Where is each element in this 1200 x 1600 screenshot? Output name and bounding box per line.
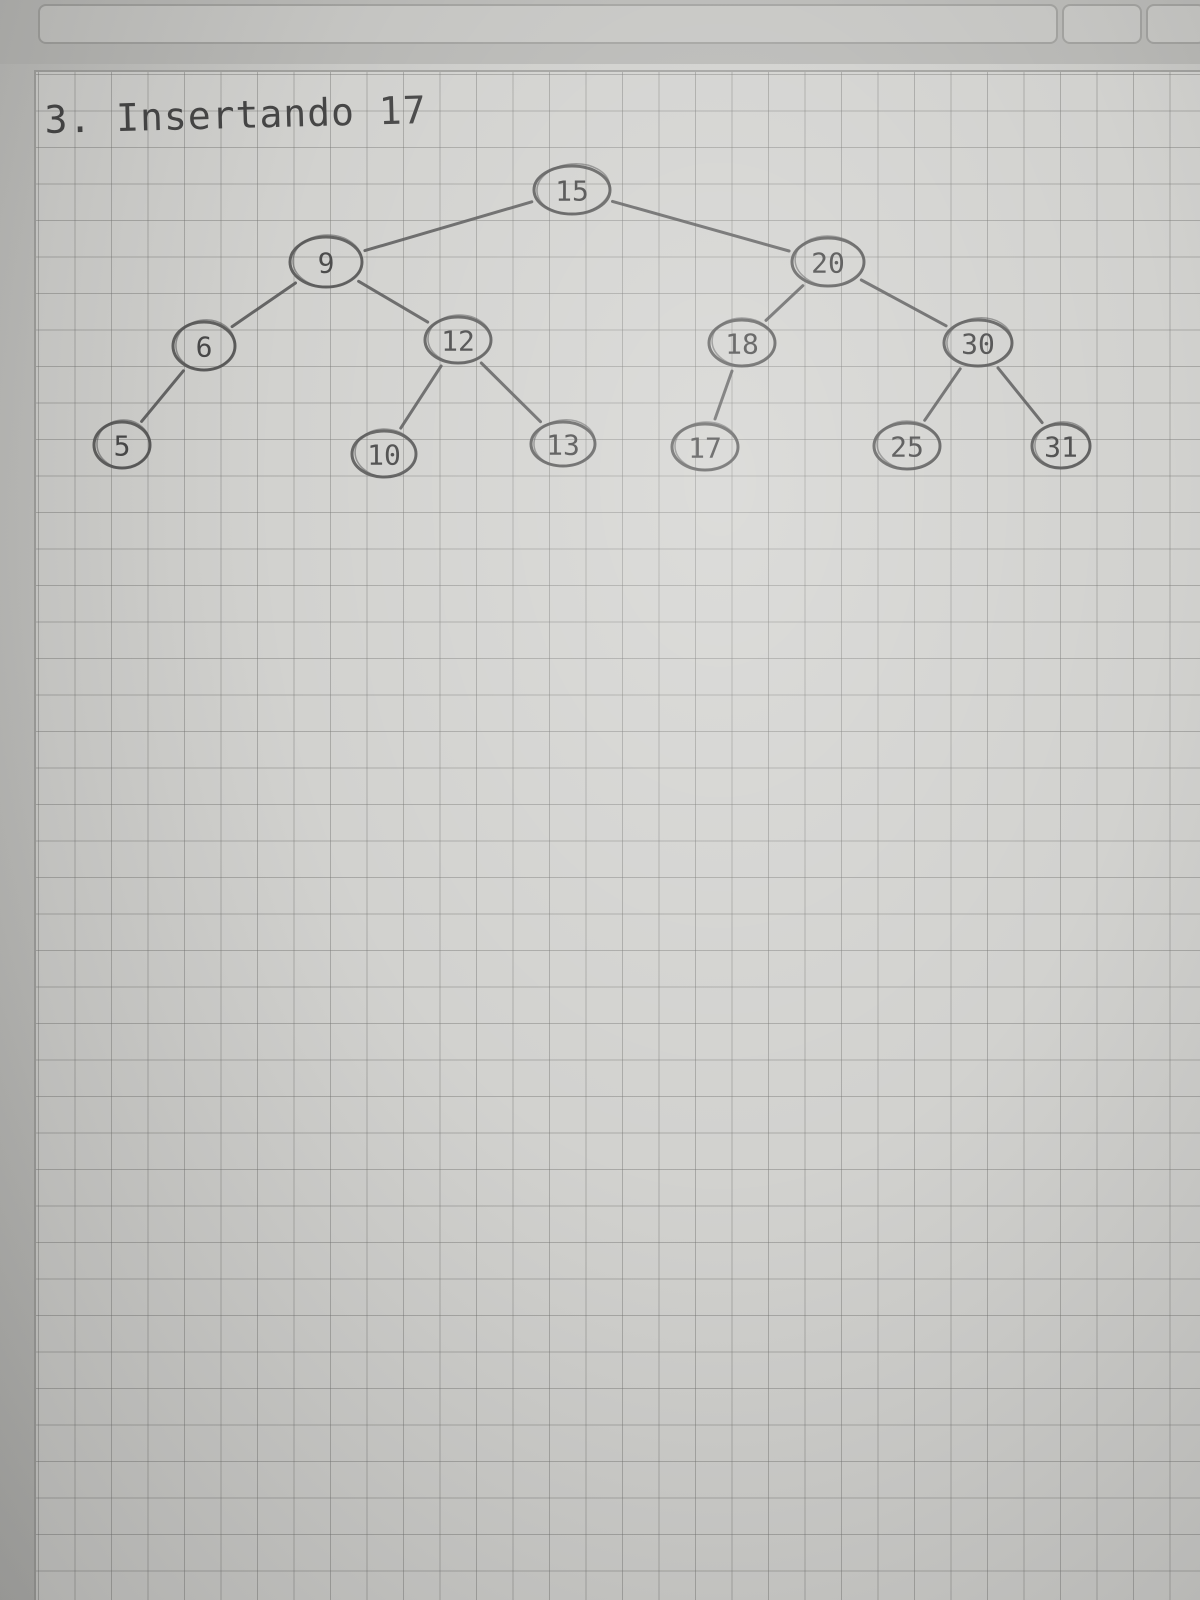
node-circle-overstroke	[354, 428, 417, 478]
tree-nodes: 15 9 20 6 12 18 30 5 10 13 17 25 31	[92, 163, 1092, 479]
node-label: 31	[1044, 431, 1078, 464]
page-above-tab-left	[38, 4, 1058, 44]
tree-edge-6-5	[140, 369, 185, 423]
node-circle-overstroke	[292, 234, 363, 288]
node-circle-overstroke	[533, 419, 596, 467]
node-circle-overstroke	[427, 314, 492, 364]
tree-node-20: 20	[790, 235, 866, 288]
page-above-tab-right	[1146, 4, 1200, 44]
node-label: 9	[318, 247, 335, 280]
grid-paper-sheet	[34, 70, 1200, 1600]
tree-edge-12-13	[479, 361, 542, 424]
node-circle-overstroke	[1034, 421, 1091, 469]
node-label: 5	[114, 430, 131, 463]
node-label: 18	[725, 328, 759, 361]
node-label: 15	[555, 175, 589, 208]
node-circle-overstroke	[794, 235, 865, 287]
tree-edge-18-17	[713, 369, 734, 421]
node-circle-overstroke	[946, 317, 1013, 367]
node-circle-overstroke	[536, 163, 611, 215]
tree-edges	[140, 199, 1044, 430]
tree-node-15: 15	[532, 163, 612, 216]
tree-node-18: 18	[707, 317, 777, 368]
tree-edge-20-30	[859, 278, 948, 328]
tree-node-30: 30	[942, 317, 1014, 368]
node-label: 10	[367, 439, 401, 472]
tree-node-31: 31	[1030, 421, 1092, 470]
node-label: 6	[196, 331, 213, 364]
tree-node-13: 13	[529, 419, 597, 468]
tree-node-6: 6	[171, 319, 237, 372]
tree-edge-12-10	[399, 364, 443, 430]
tree-node-5: 5	[92, 419, 152, 470]
tree-edge-20-18	[764, 284, 805, 322]
page-above-tab-mid	[1062, 4, 1142, 44]
node-circle-overstroke	[674, 421, 739, 471]
tree-node-12: 12	[423, 314, 493, 365]
node-label: 13	[546, 429, 580, 462]
tree-node-9: 9	[288, 234, 364, 289]
tree-edge-30-31	[996, 366, 1044, 425]
page-above-strip	[0, 0, 1200, 64]
tree-edge-15-20	[611, 199, 791, 253]
node-circle-overstroke	[876, 420, 941, 470]
node-label: 30	[961, 328, 995, 361]
tree-node-25: 25	[872, 420, 942, 471]
tree-node-10: 10	[350, 428, 418, 479]
tree-edge-9-6	[230, 281, 297, 329]
node-label: 20	[811, 247, 845, 280]
tree-edge-30-25	[923, 367, 962, 422]
tree-edge-9-12	[357, 279, 430, 324]
node-circle-overstroke	[175, 319, 236, 371]
tree-node-17: 17	[670, 421, 740, 472]
node-label: 17	[688, 432, 722, 465]
tree-edge-15-9	[363, 200, 534, 253]
node-label: 25	[890, 431, 924, 464]
node-label: 12	[441, 325, 475, 358]
node-circle-overstroke	[711, 317, 776, 367]
node-circle-overstroke	[96, 419, 151, 469]
